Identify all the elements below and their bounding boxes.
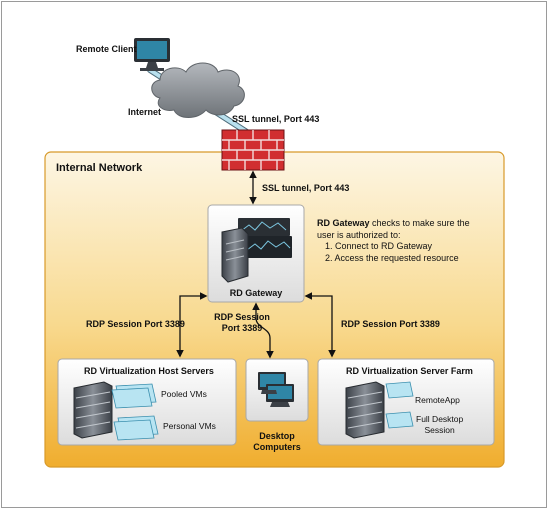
- full-desktop-line-2: Session: [424, 425, 455, 435]
- desktop-computers-icon: [258, 372, 294, 407]
- remote-client-label: Remote Client: [76, 44, 137, 54]
- host-servers-rack-icon: [73, 381, 159, 441]
- pooled-vms-label: Pooled VMs: [161, 389, 207, 399]
- firewall-icon: [221, 129, 285, 171]
- internet-cloud-icon: [151, 62, 245, 118]
- ssl-tunnel-top-label: SSL tunnel, Port 443: [232, 114, 320, 124]
- rdp-center-line-2: Port 3389: [221, 323, 263, 333]
- ssl-tunnel-inner-label: SSL tunnel, Port 443: [262, 183, 350, 193]
- personal-vms-label: Personal VMs: [163, 421, 216, 431]
- desktop-line-1: Desktop: [259, 431, 295, 441]
- internet-label: Internet: [128, 107, 162, 117]
- full-desktop-label: Full Desktop Session: [416, 414, 463, 436]
- rdp-arrow-right: [304, 292, 336, 358]
- rdp-arrow-left: [176, 292, 208, 358]
- rdp-left-label: RDP Session Port 3389: [86, 319, 185, 329]
- host-servers-title: RD Virtualization Host Servers: [84, 366, 214, 376]
- server-farm-title: RD Virtualization Server Farm: [346, 366, 473, 376]
- gateway-note-text: checks to make sure the user is authoriz…: [317, 218, 470, 240]
- internal-network-title: Internal Network: [56, 162, 143, 174]
- rdp-center-label: RDP Session Port 3389: [214, 312, 270, 334]
- remote-client-icon: [134, 38, 170, 71]
- desktop-line-2: Computers: [253, 442, 301, 452]
- rd-gateway-server-icon: [221, 218, 292, 283]
- rdp-right-label: RDP Session Port 3389: [341, 319, 440, 329]
- desktop-computers-label: Desktop Computers: [253, 431, 301, 453]
- gateway-note-step-1: 1. Connect to RD Gateway: [325, 241, 433, 251]
- server-farm-rack-icon: [345, 381, 414, 439]
- rdp-center-line-1: RDP Session: [214, 312, 270, 322]
- full-desktop-line-1: Full Desktop: [416, 414, 464, 424]
- gateway-note-bold: RD Gateway: [317, 218, 370, 228]
- rd-gateway-label: RD Gateway: [229, 288, 283, 298]
- gateway-note-step-2: 2. Access the requested resource: [325, 252, 459, 263]
- rdp-arrow-center: [252, 302, 274, 359]
- gateway-note: RD Gateway checks to make sure the user …: [317, 218, 487, 264]
- remoteapp-label: RemoteApp: [415, 395, 460, 405]
